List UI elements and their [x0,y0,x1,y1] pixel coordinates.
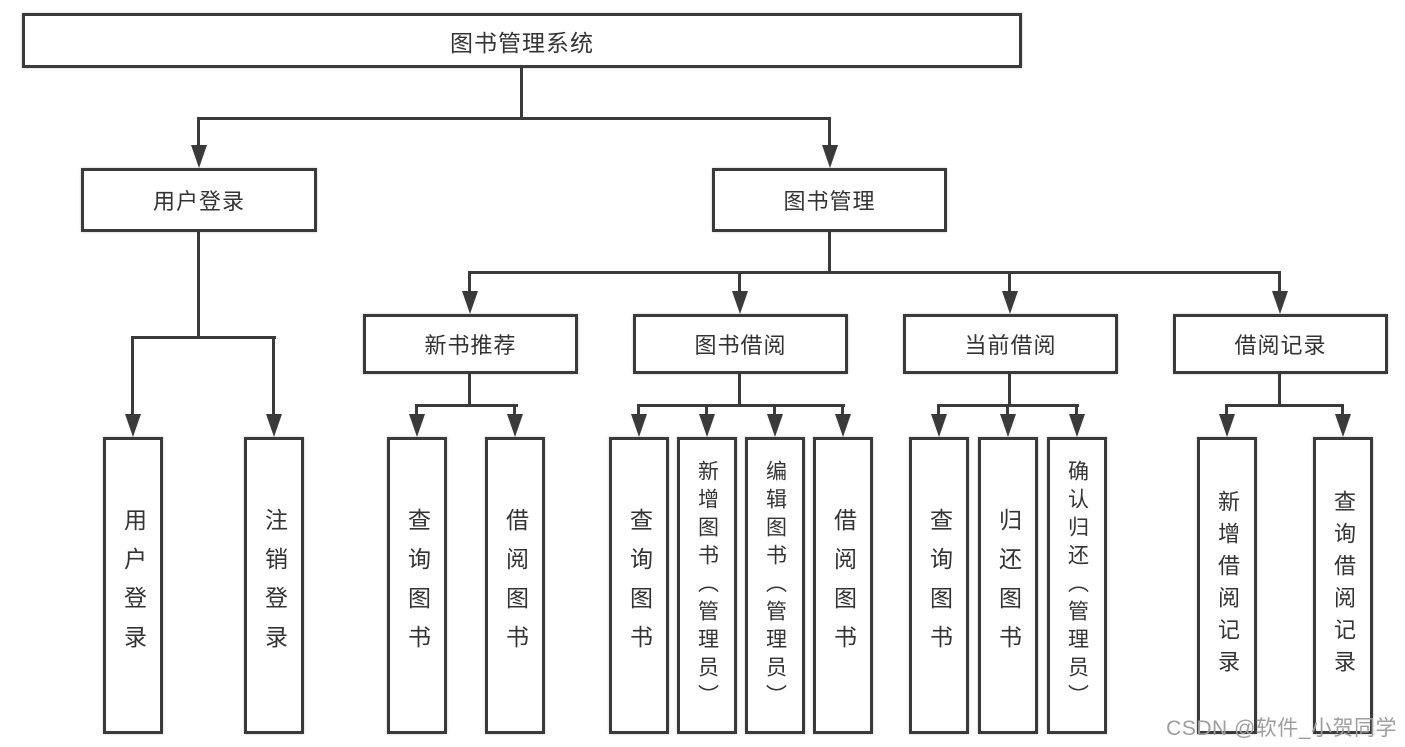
connector-l2-stub-user-login [197,117,200,148]
connector-userlogin-rail [131,336,276,339]
node-new-book-recommend-label: 新书推荐 [424,333,517,358]
arrow-down-icon [191,145,207,168]
node-current-borrow: 当前借阅 [903,314,1118,374]
node-borrow-records: 借阅记录 [1173,314,1388,374]
leaf-logout-label: 注销登录 [261,507,288,664]
node-book-borrow: 图书借阅 [633,314,848,374]
node-book-management: 图书管理 [712,168,947,232]
connector-newbook-stub-1 [415,404,418,416]
arrow-down-icon [931,414,947,437]
connector-current-stub-3 [1075,404,1078,416]
connector-newbook-stub-2 [513,404,516,416]
connector-current-drop [1008,374,1011,407]
leaf-confirm-return-admin-label: 确认归还（管理员） [1065,459,1089,712]
connector-current-stub-2 [1006,404,1009,416]
node-book-management-label: 图书管理 [783,189,876,214]
node-current-borrow-label: 当前借阅 [964,333,1057,358]
connector-userlogin-stub-2 [272,336,275,416]
connector-l2-rail [197,117,831,120]
connector-borrow-stub-4 [841,404,844,416]
leaf-query-books-borrow-label: 查询图书 [626,507,653,664]
leaf-query-books-borrow: 查询图书 [609,437,669,734]
node-system-label: 图书管理系统 [450,29,594,56]
connector-bookmgmt-drop [828,232,831,274]
arrow-down-icon [1335,414,1351,437]
connector-l3-stub-3 [1008,271,1011,293]
node-user-login-label: 用户登录 [152,189,245,214]
connector-userlogin-drop [197,232,200,339]
arrow-down-icon [631,414,647,437]
arrow-down-icon [125,414,141,437]
leaf-return-books: 归还图书 [978,437,1038,734]
arrow-down-icon [767,414,783,437]
connector-borrow-stub-3 [773,404,776,416]
arrow-down-icon [835,414,851,437]
connector-borrow-drop [738,374,741,407]
arrow-down-icon [409,414,425,437]
connector-borrow-rail [637,404,845,407]
leaf-add-borrow-record-label: 新增借阅记录 [1215,489,1240,682]
leaf-add-borrow-record: 新增借阅记录 [1197,437,1257,734]
leaf-borrow-books-recommend: 借阅图书 [485,437,545,734]
connector-records-stub-2 [1341,404,1344,416]
leaf-logout: 注销登录 [244,437,304,734]
arrow-down-icon [1000,414,1016,437]
connector-newbook-drop [468,374,471,407]
connector-l2-stub-book-mgmt [828,117,831,148]
arrow-down-icon [1272,291,1288,314]
node-book-borrow-label: 图书借阅 [694,333,787,358]
leaf-add-book-admin: 新增图书（管理员） [677,437,737,734]
connector-current-stub-1 [937,404,940,416]
connector-borrow-stub-2 [705,404,708,416]
connector-l3-stub-4 [1278,271,1281,293]
arrow-down-icon [1002,291,1018,314]
arrow-down-icon [462,291,478,314]
connector-l3-stub-2 [738,271,741,293]
leaf-borrow-books-label: 借阅图书 [830,507,857,664]
leaf-query-books-current: 查询图书 [909,437,969,734]
leaf-confirm-return-admin: 确认归还（管理员） [1047,437,1107,734]
connector-newbook-rail [415,404,518,407]
node-borrow-records-label: 借阅记录 [1234,333,1327,358]
leaf-edit-book-admin: 编辑图书（管理员） [745,437,805,734]
arrow-down-icon [822,145,838,168]
arrow-down-icon [732,291,748,314]
connector-root-drop [520,68,523,120]
leaf-user-login: 用户登录 [103,437,163,734]
arrow-down-icon [699,414,715,437]
connector-records-drop [1278,374,1281,407]
connector-records-stub-1 [1225,404,1228,416]
arrow-down-icon [266,414,282,437]
leaf-query-borrow-record-label: 查询借阅记录 [1331,489,1356,682]
node-user-login: 用户登录 [81,168,317,232]
arrow-down-icon [507,414,523,437]
leaf-borrow-books-recommend-label: 借阅图书 [502,507,529,664]
watermark: CSDN @软件_小贺同学 [1166,717,1397,740]
node-system: 图书管理系统 [22,13,1022,68]
leaf-query-books-recommend-label: 查询图书 [404,507,431,664]
arrow-down-icon [1069,414,1085,437]
leaf-borrow-books: 借阅图书 [813,437,873,734]
connector-l3-stub-1 [468,271,471,293]
connector-userlogin-stub-1 [131,336,134,416]
leaf-return-books-label: 归还图书 [995,507,1022,664]
leaf-query-borrow-record: 查询借阅记录 [1313,437,1373,734]
leaf-edit-book-admin-label: 编辑图书（管理员） [763,459,787,712]
arrow-down-icon [1219,414,1235,437]
node-new-book-recommend: 新书推荐 [363,314,578,374]
connector-l3-rail [468,271,1281,274]
leaf-query-books-current-label: 查询图书 [926,507,953,664]
leaf-query-books-recommend: 查询图书 [387,437,447,734]
connector-records-rail [1225,404,1344,407]
leaf-add-book-admin-label: 新增图书（管理员） [695,459,719,712]
connector-borrow-stub-1 [637,404,640,416]
leaf-user-login-label: 用户登录 [120,507,147,664]
